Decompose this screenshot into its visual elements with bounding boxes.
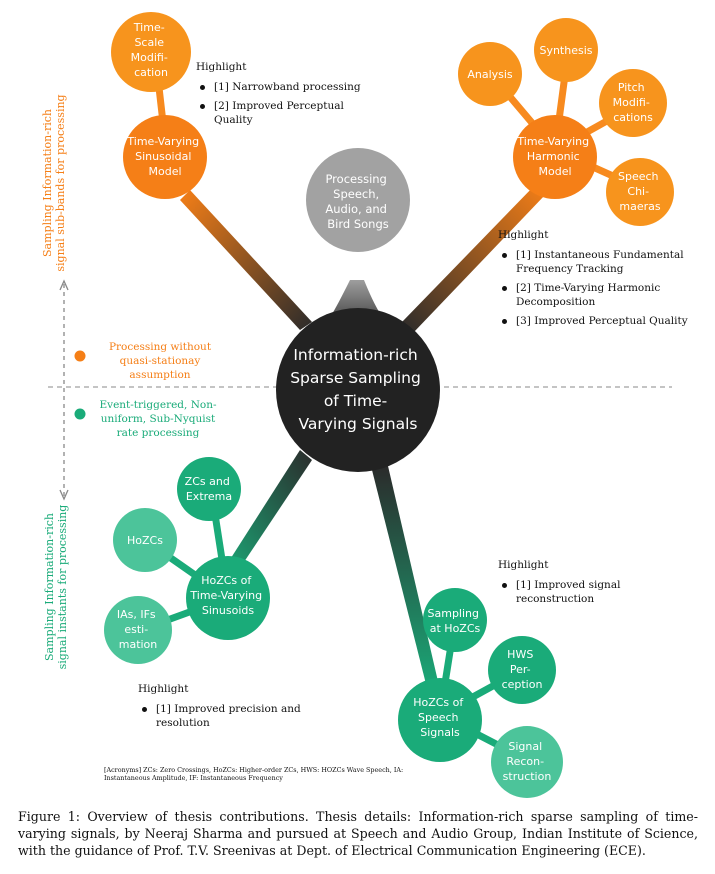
hws-perception-label: HWS Per- ception [502,648,543,691]
legend-dot-green [74,408,86,420]
hozcs-node [113,508,177,572]
branch-bottom-left [222,450,312,580]
figure-caption: Figure 1: Overview of thesis contributio… [18,809,698,858]
tvhm-highlight-title: Highlight [498,229,549,241]
acronyms-note: [Acronyms] ZCs: Zero Crossings, HoZCs: H… [104,766,404,782]
sampling-hozcs-label: Sampling at HoZCs [428,607,483,635]
ias-ifs-node [104,596,172,664]
synthesis-node [534,18,598,82]
side-label-top: Sampling Information-rich signal sub-ban… [41,93,67,273]
hozcs-sin-highlight-title: Highlight [138,683,189,695]
hozcs-label: HoZCs [127,534,163,547]
tvsm-highlight-item: [2] Improved Perceptual Quality [196,99,366,127]
legend-orange-text: Processing without quasi-stationay assum… [108,341,212,381]
hozcs-speech-highlight-item: [1] Improved signal reconstruction [498,578,698,606]
speech-chimaeras-node [606,158,674,226]
tvhm-highlight: Highlight [1] Instantaneous Fundamental … [498,228,693,333]
side-arrow-head-bottom [59,489,69,501]
hozcs-speech-main-label: HoZCs of Speech Signals [413,696,467,739]
side-label-top-text: Sampling Information-rich signal sub-ban… [41,94,67,272]
hws-perception-node [488,636,556,704]
zcs-extrema-node [177,457,241,521]
pitch-mod-node [599,69,667,137]
side-label-bottom: Sampling Information-rich signal instant… [43,497,69,677]
sampling-hozcs-node [423,588,487,652]
tvsm-highlight-title: Highlight [196,61,247,73]
hozcs-sin-main-node [186,556,270,640]
center-node [276,308,440,472]
tvsm-main-node [123,115,207,199]
analysis-node [458,42,522,106]
ias-ifs-label: IAs, IFs esti- mation [117,608,159,651]
tvhm-highlight-item: [2] Time-Varying Harmonic Decomposition [498,281,693,309]
branch-bottom-right [372,466,440,692]
tvhm-highlight-item: [3] Improved Perceptual Quality [498,314,693,328]
legend-green-text: Event-triggered, Non-uniform, Sub-Nyquis… [99,399,217,439]
hozcs-speech-highlight-title: Highlight [498,559,549,571]
hozcs-speech-main-node [398,678,482,762]
hozcs-speech-highlight: Highlight [1] Improved signal reconstruc… [498,558,698,611]
analysis-label: Analysis [467,68,513,81]
legend-dot-orange [74,350,86,362]
synthesis-label: Synthesis [539,44,592,57]
signal-recon-node [491,726,563,798]
hozcs-sin-main-label: HoZCs of Time-Varying Sinusoids [189,574,265,617]
tvsm-main-label: Time-Varying Sinusoidal Model [126,135,202,178]
speech-chimaeras-label: Speech Chi- maeras [618,170,662,213]
zcs-extrema-label: ZCs and Extrema [185,475,234,503]
side-label-bottom-text: Sampling Information-rich signal instant… [43,504,69,670]
branch-top-right [402,185,545,332]
time-scale-node [111,12,191,92]
top-node [306,148,410,252]
tvhm-main-label: Time-Varying Harmonic Model [516,135,592,178]
branch-top-left [180,190,312,330]
signal-recon-label: Signal Recon- struction [503,740,552,783]
tvhm-main-node [513,115,597,199]
tvhm-highlight-item: [1] Instantaneous Fundamental Frequency … [498,248,693,276]
side-arrow-head-top [59,279,69,291]
tvsm-highlight: Highlight [1] Narrowband processing [2] … [196,60,366,132]
tvsm-highlight-item: [1] Narrowband processing [196,80,366,94]
hozcs-sin-highlight: Highlight [1] Improved precision and res… [138,682,333,735]
center-node-label: Information-rich Sparse Sampling of Time… [290,346,426,433]
hozcs-sin-highlight-item: [1] Improved precision and resolution [138,702,333,730]
time-scale-label: Time- Scale Modifi- cation [131,21,172,79]
top-node-label: Processing Speech, Audio, and Bird Songs [325,172,390,231]
pitch-mod-label: Pitch Modifi- cations [613,81,654,124]
